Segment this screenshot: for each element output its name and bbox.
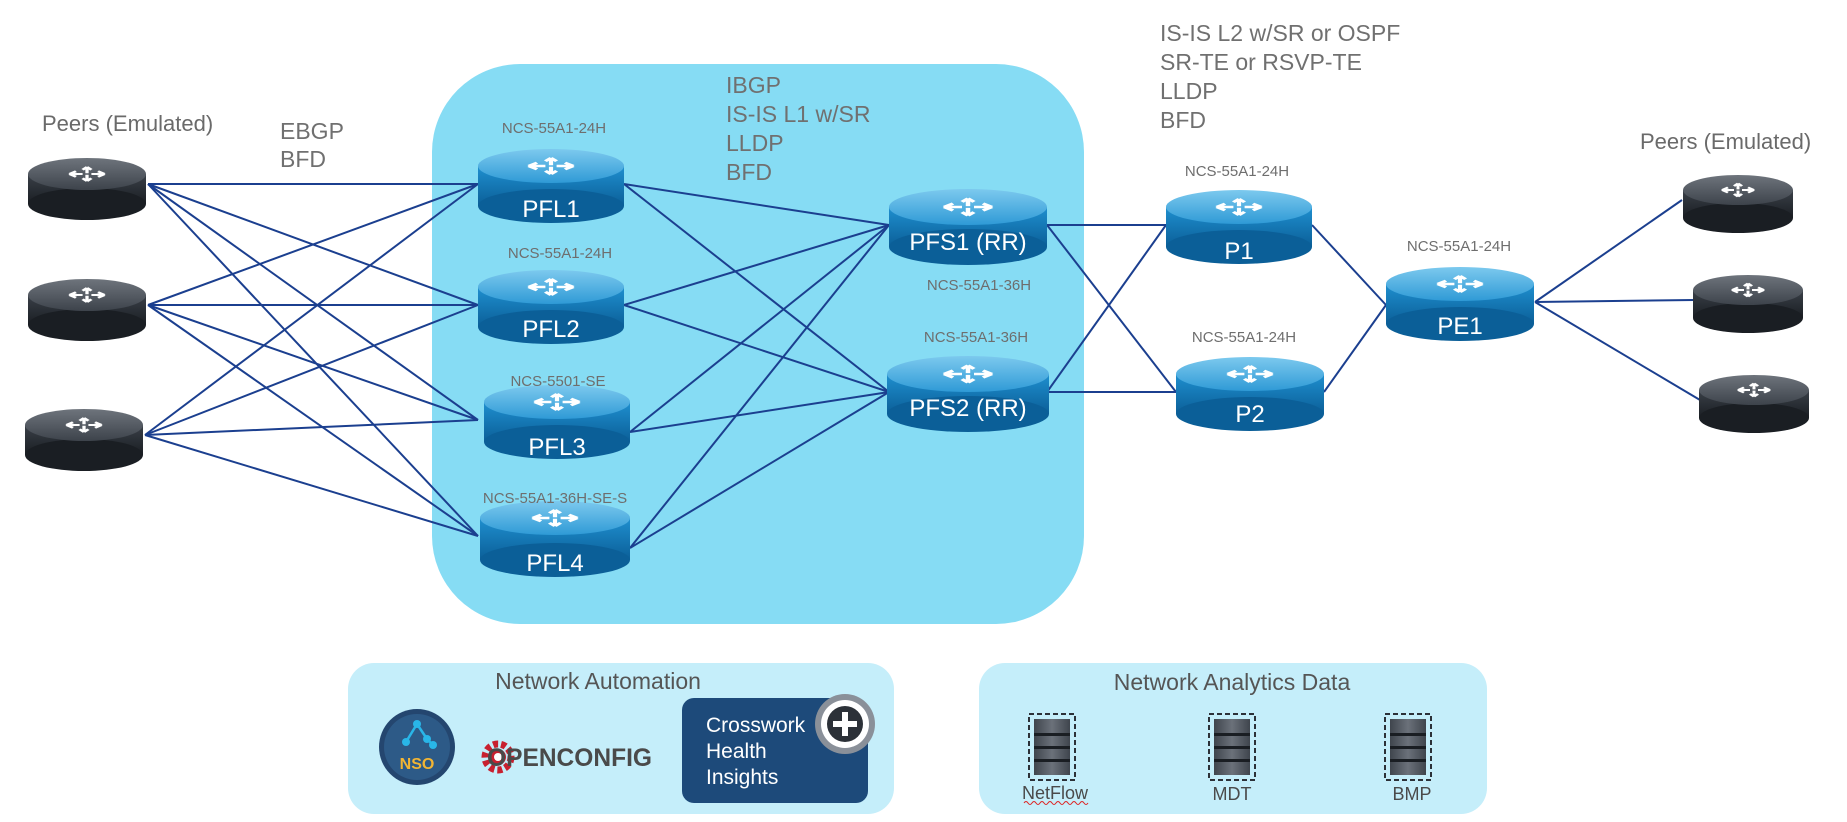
health-plus-icon: [815, 694, 875, 754]
router-pfl3-model: NCS-5501-SE: [510, 373, 605, 390]
openconfig-logo: OPENCONFIG: [481, 740, 652, 774]
router-pe1: PE1: [1386, 267, 1534, 341]
router-pfs1-label: PFS1 (RR): [909, 229, 1026, 256]
link-peer3-pfl4: [144, 434, 479, 537]
peer-router-left-1: [28, 158, 146, 220]
nso-label: NSO: [400, 756, 435, 773]
peer-router-left-2: [28, 279, 146, 341]
core-protocol-lldp: LLDP: [726, 130, 784, 156]
right-peers-title: Peers (Emulated): [1640, 129, 1811, 154]
link-peer1-pfl4: [147, 183, 479, 537]
link-p2-pe1: [1323, 304, 1387, 393]
core-protocols: IBGP IS-IS L1 w/SR LLDP BFD: [726, 72, 870, 185]
mdt-label: MDT: [1213, 784, 1252, 804]
router-pfl4: PFL4: [480, 501, 630, 577]
peer-router-right-3: [1699, 375, 1809, 433]
link-pfl3-pfs2: [629, 391, 890, 433]
router-pfs2: PFS2 (RR): [887, 356, 1049, 432]
router-pfl2: PFL2: [478, 270, 624, 344]
router-pfl1-model: NCS-55A1-24H: [502, 120, 606, 137]
core-protocol-bfd: BFD: [726, 159, 772, 185]
router-pfs2-model: NCS-55A1-36H: [924, 329, 1028, 346]
router-pfl2-label: PFL2: [522, 316, 579, 343]
wan-protocol-lldp: LLDP: [1160, 78, 1218, 104]
link-peer3-pfl3: [144, 419, 479, 436]
wan-protocol-srte: SR-TE or RSVP-TE: [1160, 49, 1362, 75]
link-peer2-pfl3: [147, 304, 479, 421]
crosswork-line-3: Insights: [706, 766, 778, 789]
spellcheck-underline: [1023, 801, 1089, 805]
router-p2-model: NCS-55A1-24H: [1192, 329, 1296, 346]
router-p2-label: P2: [1235, 401, 1264, 428]
core-protocol-isis-l1: IS-IS L1 w/SR: [726, 101, 870, 127]
edge-protocol-bfd: BFD: [280, 146, 326, 172]
router-pfl1-label: PFL1: [522, 196, 579, 223]
link-pe1-peer5: [1534, 299, 1695, 303]
peer-router-left-3: [25, 409, 143, 471]
bmp-server-icon: [1384, 713, 1432, 781]
link-peer1-pfl3: [147, 183, 479, 421]
openconfig-label: OPENCONFIG: [487, 744, 652, 772]
link-p1-pe1: [1311, 224, 1387, 306]
link-peer2-pfl1: [147, 183, 479, 306]
wan-protocols: IS-IS L2 w/SR or OSPF SR-TE or RSVP-TE L…: [1160, 20, 1400, 133]
crosswork-line-2: Health: [706, 740, 767, 763]
link-pfs1-p2: [1046, 224, 1177, 393]
link-peer2-pfl4: [147, 304, 479, 537]
links: [144, 183, 1701, 549]
router-p1-model: NCS-55A1-24H: [1185, 163, 1289, 180]
router-p1-label: P1: [1224, 238, 1253, 265]
edge-protocol-ebgp: EBGP: [280, 118, 344, 144]
bmp-label: BMP: [1392, 784, 1431, 804]
analytics-title: Network Analytics Data: [1114, 669, 1351, 695]
left-peers-title: Peers (Emulated): [42, 111, 213, 136]
link-pfs2-p1: [1046, 224, 1167, 393]
automation-title: Network Automation: [495, 668, 701, 694]
router-pfs2-label: PFS2 (RR): [909, 395, 1026, 422]
link-pfl1-pfs1: [623, 183, 890, 226]
link-pe1-peer4: [1534, 199, 1683, 303]
router-pfl2-model: NCS-55A1-24H: [508, 245, 612, 262]
crosswork-line-1: Crosswork: [706, 714, 806, 737]
link-pfl4-pfs2: [629, 391, 890, 549]
router-pfl3-label: PFL3: [528, 434, 585, 461]
wan-protocol-isis-l2: IS-IS L2 w/SR or OSPF: [1160, 20, 1400, 46]
wan-protocol-bfd: BFD: [1160, 107, 1206, 133]
edge-protocols: EBGP BFD: [280, 118, 344, 172]
router-pfs1-model: NCS-55A1-36H: [927, 277, 1031, 294]
link-pfl3-pfs1: [629, 224, 890, 433]
link-pfl4-pfs1: [629, 224, 890, 549]
router-pfl4-model: NCS-55A1-36H-SE-S: [483, 490, 627, 507]
netflow-label: NetFlow: [1022, 783, 1089, 803]
netflow-server-icon: [1028, 713, 1076, 781]
link-pfl1-pfs2: [623, 183, 890, 393]
link-peer3-pfl1: [144, 183, 479, 436]
router-pfs1: PFS1 (RR): [889, 189, 1047, 265]
link-pfl2-pfs2: [623, 304, 890, 393]
router-p1: P1: [1166, 190, 1312, 265]
peer-router-right-1: [1683, 175, 1793, 233]
router-p2: P2: [1176, 357, 1324, 431]
analytics-panel: Network Analytics Data NetFlow MDT BMP: [979, 663, 1487, 814]
mdt-server-icon: [1208, 713, 1256, 781]
crosswork-health-insights: Crosswork Health Insights: [682, 694, 875, 803]
peer-router-right-2: [1693, 275, 1803, 333]
nso-logo: NSO: [379, 709, 455, 785]
core-protocol-ibgp: IBGP: [726, 72, 781, 98]
router-pfl3: PFL3: [484, 385, 630, 461]
router-pe1-label: PE1: [1437, 313, 1482, 340]
router-pfl1: PFL1: [478, 149, 624, 223]
link-pfl2-pfs1: [623, 224, 890, 306]
automation-panel: Network Automation NSO OPENCONFIG Crossw…: [348, 663, 894, 814]
router-pfl4-label: PFL4: [526, 550, 583, 577]
link-peer3-pfl2: [144, 304, 479, 436]
link-pe1-peer6: [1534, 301, 1701, 401]
router-pe1-model: NCS-55A1-24H: [1407, 238, 1511, 255]
